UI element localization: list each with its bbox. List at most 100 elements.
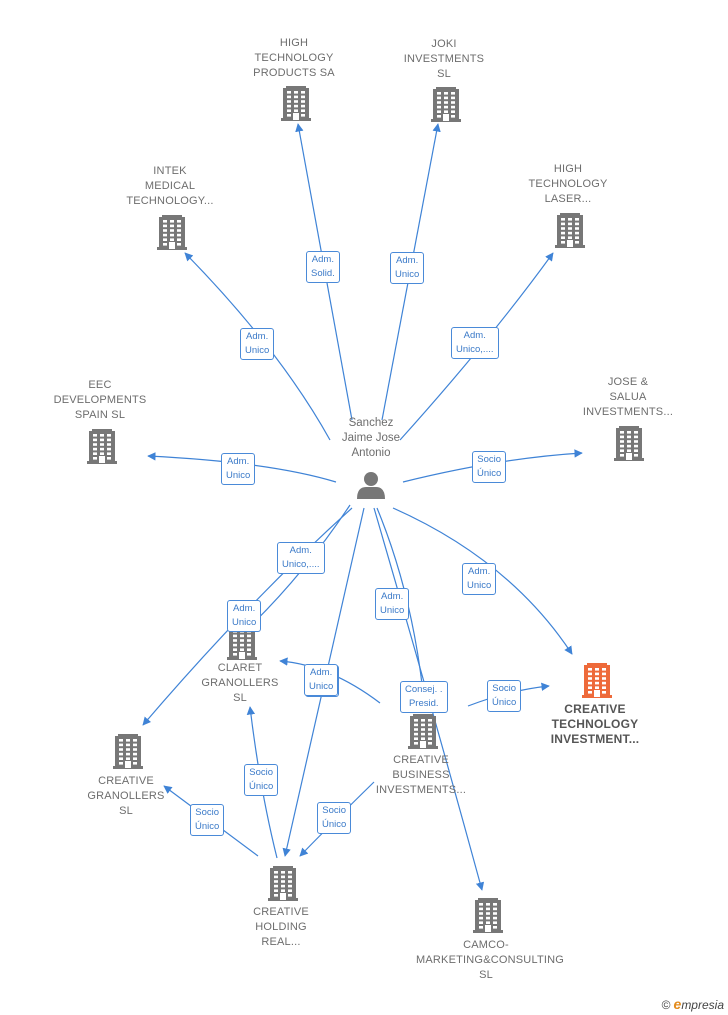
- edge-label-person-to-eec[interactable]: Adm.Unico: [221, 453, 256, 485]
- edge-label-line: Único: [492, 697, 517, 708]
- edge-label-line: Solid.: [311, 268, 335, 279]
- node-label-line: INVESTMENT...: [550, 732, 640, 746]
- node-label-line: CREATIVE: [564, 702, 626, 716]
- edge-label-line: Unico: [380, 605, 405, 616]
- edge-label-line: Unico,....: [282, 559, 320, 570]
- edge-label-line: Presid.: [408, 698, 439, 709]
- node-label-line: SL: [233, 692, 247, 704]
- edge-label-line: Adm.: [463, 330, 486, 341]
- edge-label-line: Socio: [322, 805, 347, 816]
- node-label-line: DEVELOPMENTS: [53, 394, 147, 406]
- edge-label-line: Único: [322, 819, 347, 830]
- node-label-line: TECHNOLOGY: [528, 178, 608, 190]
- node-label-creative_business[interactable]: CREATIVE BUSINESS INVESTMENTS...: [351, 753, 491, 798]
- edge-label-person-to-creative_business[interactable]: Consej. . Presid.: [400, 681, 448, 713]
- person-name-line-2: Jaime Jose: [341, 432, 401, 444]
- building-icon-creative_holding[interactable]: [268, 866, 298, 901]
- node-label-line: CREATIVE: [393, 754, 449, 766]
- empresia-credit[interactable]: ©empresia: [662, 996, 724, 1012]
- edge-label-line: Unico: [467, 580, 492, 591]
- node-label-line: SPAIN SL: [74, 409, 126, 421]
- edge-label-line: Socio: [477, 454, 502, 465]
- node-label-line: CREATIVE: [253, 906, 309, 918]
- edge-label-line: Único: [195, 821, 220, 832]
- node-label-line: JOKI: [431, 38, 457, 50]
- edge-label-person-to-creative_granollers[interactable]: Adm. Unico,....: [277, 542, 325, 574]
- empresia-logo-text: mpresia: [681, 998, 724, 1012]
- node-label-line: MEDICAL: [144, 180, 196, 192]
- edge-label-person-to-claret[interactable]: Adm. Unico: [227, 600, 262, 632]
- building-icon-hightech_laser[interactable]: [555, 213, 585, 248]
- building-icon-creative_business[interactable]: [408, 714, 438, 749]
- building-icon-camco[interactable]: [473, 898, 503, 933]
- edge-label-line: Unico: [395, 269, 420, 280]
- person-name-line-3: Antonio: [351, 447, 391, 459]
- edge-label-line: Consej. .: [405, 684, 443, 695]
- building-icon-jose_salua[interactable]: [614, 426, 644, 461]
- edge-label-line: Adm.: [246, 331, 269, 342]
- edge-person-to-creative_tech: [392, 507, 573, 655]
- edge-label-line: Único: [477, 468, 502, 479]
- node-label-line: BUSINESS: [392, 769, 450, 781]
- edge-person-to-eec: [147, 452, 337, 483]
- edge-label-line: Unico: [232, 617, 257, 628]
- edge-label-creative_business-to-claret[interactable]: Adm. Unico: [304, 664, 339, 696]
- person-icon[interactable]: [357, 472, 385, 499]
- edge-label-line: Adm.: [396, 255, 419, 266]
- edge-label-person-to-hightech_laser[interactable]: Adm. Unico,....: [451, 327, 499, 359]
- edge-label-line: Adm.: [468, 566, 491, 577]
- node-label-line: INVESTMENTS...: [375, 784, 467, 796]
- building-icon-creative_tech[interactable]: [582, 663, 612, 698]
- node-label-line: SL: [119, 805, 133, 817]
- edge-label-person-to-creative_tech[interactable]: Adm. Unico: [462, 563, 497, 595]
- node-label-claret[interactable]: CLARET GRANOLLERS SL: [170, 661, 310, 706]
- building-icon-creative_granollers[interactable]: [113, 734, 143, 769]
- node-label-line: GRANOLLERS: [201, 677, 279, 689]
- edge-label-line: Adm.: [289, 545, 312, 556]
- building-icon-joki[interactable]: [431, 87, 461, 122]
- edge-label-line: Adm.: [227, 456, 250, 467]
- edge-label-person-to-hightech_products[interactable]: Adm.Solid.: [306, 251, 340, 283]
- edge-label-line: Socio: [492, 683, 517, 694]
- edge-label-line: Adm.: [381, 591, 404, 602]
- node-label-line: GRANOLLERS: [87, 790, 165, 802]
- node-label-line: HIGH: [553, 163, 583, 175]
- building-icon-intek[interactable]: [157, 215, 187, 250]
- edge-label-line: Unico: [309, 681, 334, 692]
- node-label-line: TECHNOLOGY...: [126, 195, 214, 207]
- node-label-line: SL: [437, 68, 451, 80]
- edge-label-line: Adm.: [233, 603, 256, 614]
- building-icon-eec[interactable]: [87, 429, 117, 464]
- building-icon-hightech_products[interactable]: [281, 86, 311, 121]
- node-label-hightech_laser[interactable]: HIGH TECHNOLOGY LASER...: [498, 162, 638, 207]
- edge-label-line: Unico,....: [456, 344, 494, 355]
- edge-label-person-to-intek[interactable]: Adm. Unico: [240, 328, 275, 360]
- node-label-line: SL: [479, 969, 493, 981]
- edge-label-person-to-joki[interactable]: Adm. Unico: [390, 252, 425, 284]
- person-name[interactable]: Sanchez Jaime Jose Antonio: [311, 416, 431, 461]
- node-label-line: LASER...: [544, 193, 592, 205]
- node-label-line: CLARET: [217, 662, 263, 674]
- node-label-line: JOSE &: [607, 376, 649, 388]
- edge-label-person-to-camco[interactable]: Adm. Unico: [375, 588, 410, 620]
- edge-label-line: Único: [249, 781, 274, 792]
- node-label-line: CAMCO-: [463, 939, 509, 951]
- edge-label-line: Unico: [245, 345, 270, 356]
- node-label-line: INVESTMENTS...: [582, 406, 674, 418]
- edge-label-line: Adm.: [310, 667, 333, 678]
